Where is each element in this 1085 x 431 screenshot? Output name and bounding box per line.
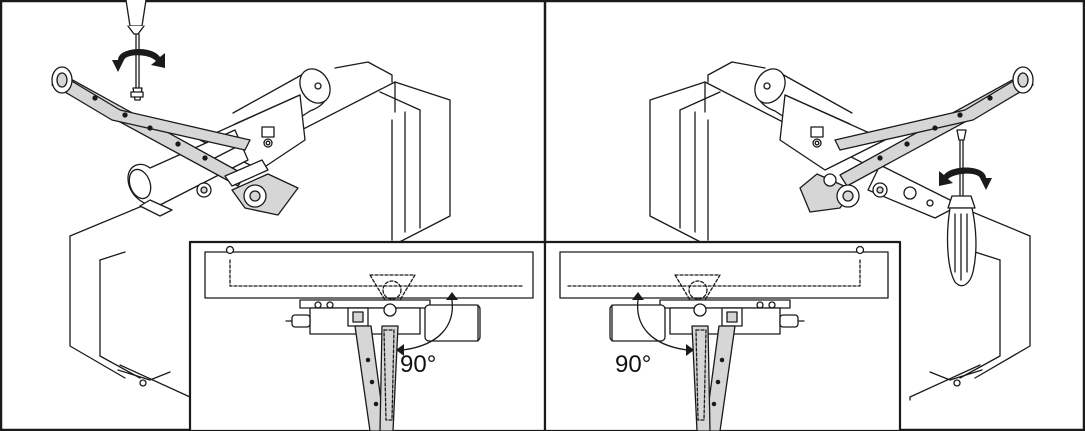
left-top-view-inset: 90° bbox=[188, 240, 547, 431]
left-hinge-pin-icon bbox=[139, 379, 147, 387]
left-panel-3d-view bbox=[51, 0, 451, 401]
left-inset-hinge-icon bbox=[225, 245, 235, 255]
left-inset-arrowhead-left-icon bbox=[396, 344, 404, 356]
left-inset-door-frame bbox=[204, 251, 534, 299]
right-inset-arrowhead-right-icon bbox=[686, 344, 694, 356]
right-hinge-pin-icon bbox=[953, 379, 961, 387]
right-closer-arms bbox=[799, 66, 1034, 213]
right-inset-angle-arc bbox=[636, 299, 688, 351]
right-panel-3d-view bbox=[649, 61, 1034, 401]
right-inset-hinge-icon bbox=[855, 245, 865, 255]
left-inset-angle-arc bbox=[402, 299, 454, 351]
left-angle-label: 90° bbox=[400, 351, 436, 378]
left-screwdriver-icon bbox=[125, 0, 147, 101]
right-top-view-inset: 90° bbox=[543, 240, 902, 431]
right-inset-arrowhead-up-icon bbox=[632, 292, 644, 300]
left-closer-arms bbox=[51, 66, 299, 216]
right-angle-label: 90° bbox=[615, 351, 651, 378]
right-closer-body bbox=[754, 68, 961, 219]
left-closer-body bbox=[127, 68, 331, 217]
right-rotate-clockwise-arrow-icon bbox=[939, 167, 992, 190]
left-rotate-counterclockwise-arrow-icon bbox=[112, 49, 165, 72]
left-inset-arrowhead-up-icon bbox=[446, 292, 458, 300]
right-screwdriver-icon bbox=[946, 129, 977, 287]
right-inset-door-frame bbox=[559, 251, 889, 299]
left-door-frame bbox=[69, 61, 451, 401]
